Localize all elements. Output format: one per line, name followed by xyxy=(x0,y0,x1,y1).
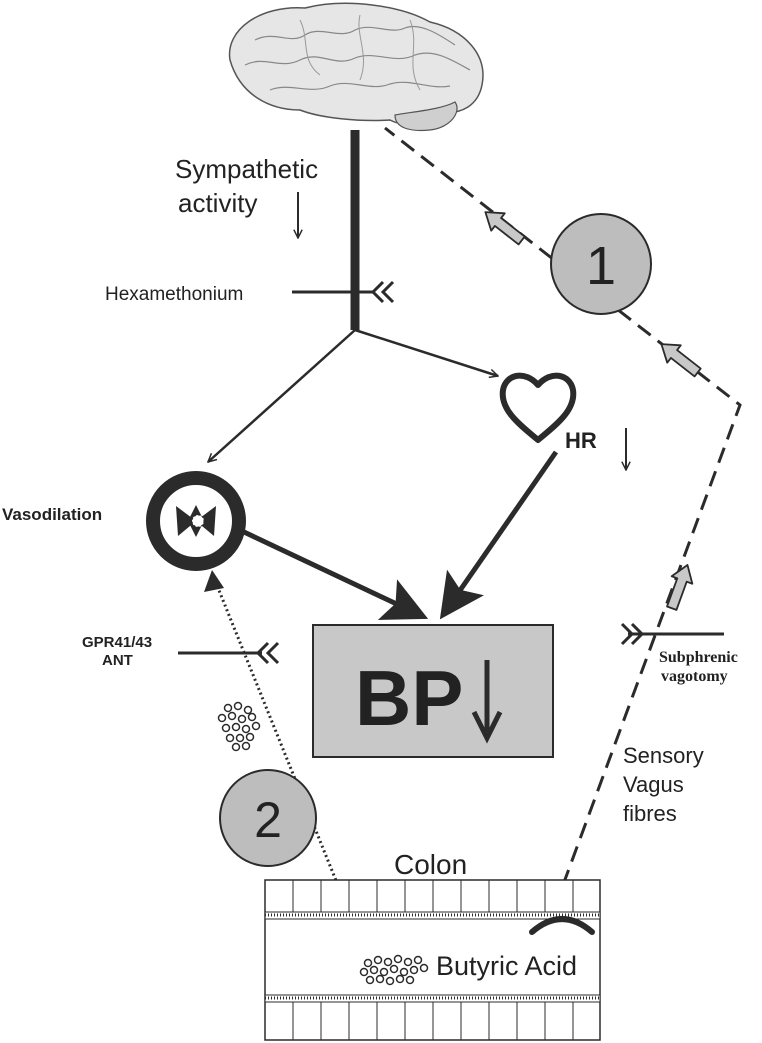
bp-label: BP xyxy=(355,654,463,742)
heart-icon xyxy=(499,372,577,443)
bp-down-arrowhead xyxy=(471,710,503,744)
vagotomy-chevrons xyxy=(620,622,645,646)
branch-to-vessel xyxy=(208,329,356,462)
butyric-acid-label: Butyric Acid xyxy=(436,951,577,981)
gpr-blocker-chevrons xyxy=(255,641,280,665)
pathway-1-number: 1 xyxy=(586,236,616,296)
brain-illustration xyxy=(228,2,484,132)
pathway-2-number: 2 xyxy=(254,792,282,848)
circulatory-pathway-arrowhead xyxy=(204,570,224,592)
fibres-label: fibres xyxy=(623,801,677,826)
vessel-lumen-star-icon xyxy=(176,505,216,537)
colon-label: Colon xyxy=(394,849,467,880)
branch-to-heart xyxy=(354,328,498,376)
vagal-sensory-ending xyxy=(529,916,595,935)
vagotomy-label: vagotomy xyxy=(661,668,728,685)
vagal-afferent-arrow-middle xyxy=(660,343,702,378)
vagus-label: Vagus xyxy=(623,772,684,797)
butyrate-molecules-cluster-blood xyxy=(217,701,261,752)
hexamethonium-chevrons xyxy=(370,280,395,304)
vessel-to-bp-arrow xyxy=(242,529,429,620)
pathway-2-circle xyxy=(219,769,317,867)
activity-label: activity xyxy=(178,188,257,218)
bp-box xyxy=(312,624,554,758)
pathway-1-circle xyxy=(550,213,652,315)
butyrate-molecules-cluster-colon xyxy=(359,954,429,986)
sensory-label: Sensory xyxy=(623,743,704,768)
hexamethonium-label: Hexamethonium xyxy=(105,284,243,305)
subphrenic-label: Subphrenic xyxy=(659,649,738,666)
vasodilation-label: Vasodilation xyxy=(2,505,102,524)
hr-label: HR xyxy=(565,428,597,453)
gpr-antagonist-label-line2: ANT xyxy=(102,652,133,669)
heart-to-bp-arrow xyxy=(439,450,559,620)
vagal-afferent-arrow-upper xyxy=(484,211,526,246)
vagal-afferent-arrow-lower xyxy=(666,564,694,611)
sympathetic-label: Sympathetic xyxy=(175,154,318,184)
gpr-antagonist-label-line1: GPR41/43 xyxy=(82,634,152,651)
colon-wall xyxy=(264,879,601,1041)
